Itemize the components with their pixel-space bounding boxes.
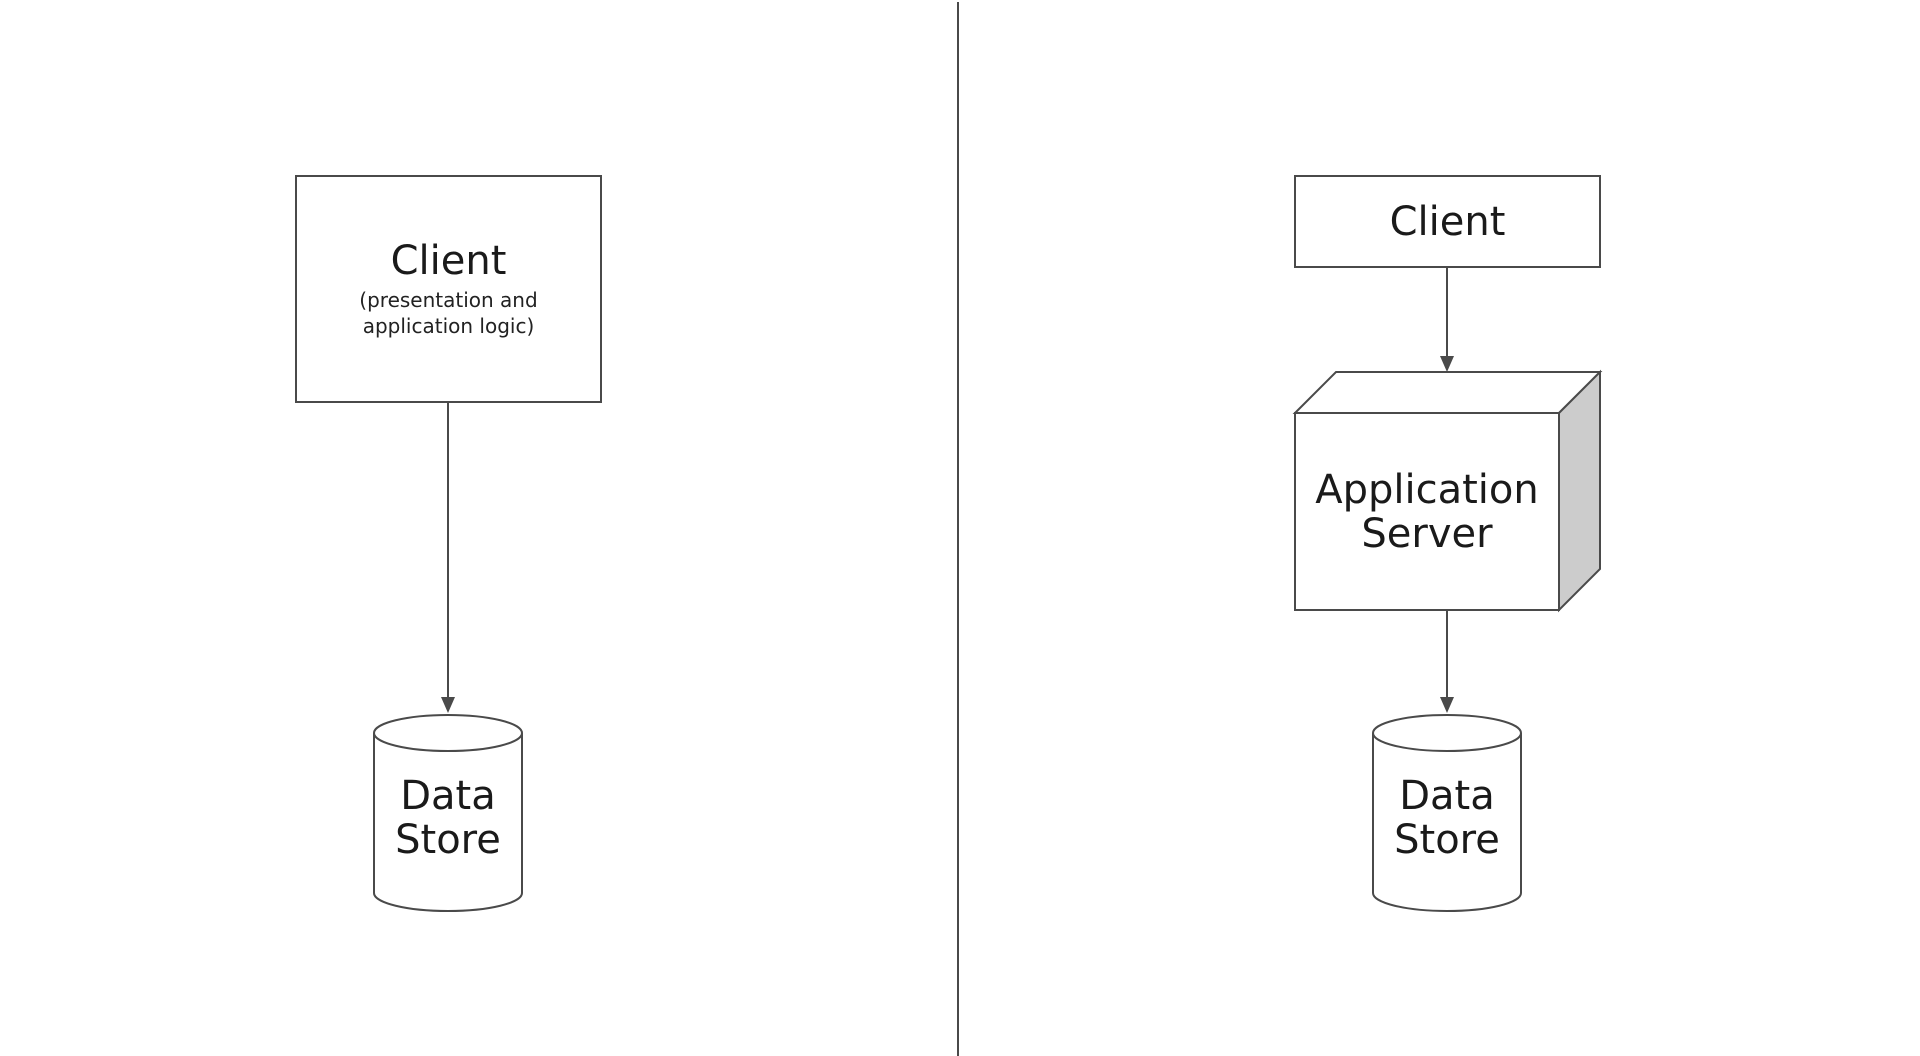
right-client-title: Client — [1389, 198, 1506, 245]
application-server-cube — [1292, 369, 1603, 613]
left-client-subtitle: (presentation and application logic) — [359, 287, 537, 339]
left-datastore-line1: Data — [400, 773, 496, 819]
right-arrowhead-top — [1440, 356, 1454, 372]
right-datastore-cylinder — [1372, 714, 1522, 912]
left-client-subtitle-line2: application logic) — [362, 314, 535, 338]
right-client-label: Client — [1295, 176, 1600, 267]
left-datastore-label: Data Store — [374, 758, 522, 878]
left-client-subtitle-line1: (presentation and — [359, 288, 538, 312]
left-client-label: Client (presentation and application log… — [296, 176, 601, 402]
right-arrowhead-bottom — [1440, 697, 1454, 713]
right-client-box — [1294, 175, 1601, 268]
right-datastore-label: Data Store — [1373, 758, 1521, 878]
application-server-label: Application Server — [1295, 413, 1559, 610]
right-datastore-line2: Store — [1394, 817, 1500, 863]
application-server-line2: Server — [1361, 510, 1493, 557]
application-server-line1: Application — [1315, 466, 1539, 513]
left-arrowhead — [441, 697, 455, 713]
left-datastore-line2: Store — [395, 817, 501, 863]
right-datastore-line1: Data — [1399, 773, 1495, 819]
left-datastore-cylinder — [373, 714, 523, 912]
left-client-title: Client — [390, 238, 507, 284]
